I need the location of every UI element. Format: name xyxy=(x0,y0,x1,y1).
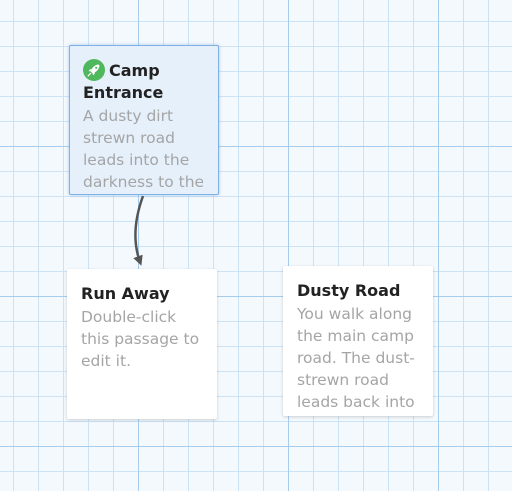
passage-title-line1: Camp xyxy=(109,61,160,80)
passage-title: Camp Entrance xyxy=(83,59,205,104)
passage-card-run-away[interactable]: Run Away Double-click this passage to ed… xyxy=(67,269,217,419)
passage-card-dusty-road[interactable]: Dusty Road You walk along the main camp … xyxy=(283,266,433,416)
passage-excerpt: You walk along the main camp road. The d… xyxy=(297,305,415,411)
passage-title-line2: Entrance xyxy=(83,83,164,102)
passage-title: Run Away xyxy=(81,284,170,303)
passage-excerpt: Double-click this passage to edit it. xyxy=(81,308,200,370)
passage-title: Dusty Road xyxy=(297,281,401,300)
passage-card-camp-entrance[interactable]: Camp Entrance A dusty dirt strewn road l… xyxy=(69,45,219,195)
passage-excerpt: A dusty dirt strewn road leads into the … xyxy=(83,107,205,191)
link-arrow-camp-entrance-to-run-away xyxy=(133,195,145,266)
rocket-icon xyxy=(83,59,105,81)
